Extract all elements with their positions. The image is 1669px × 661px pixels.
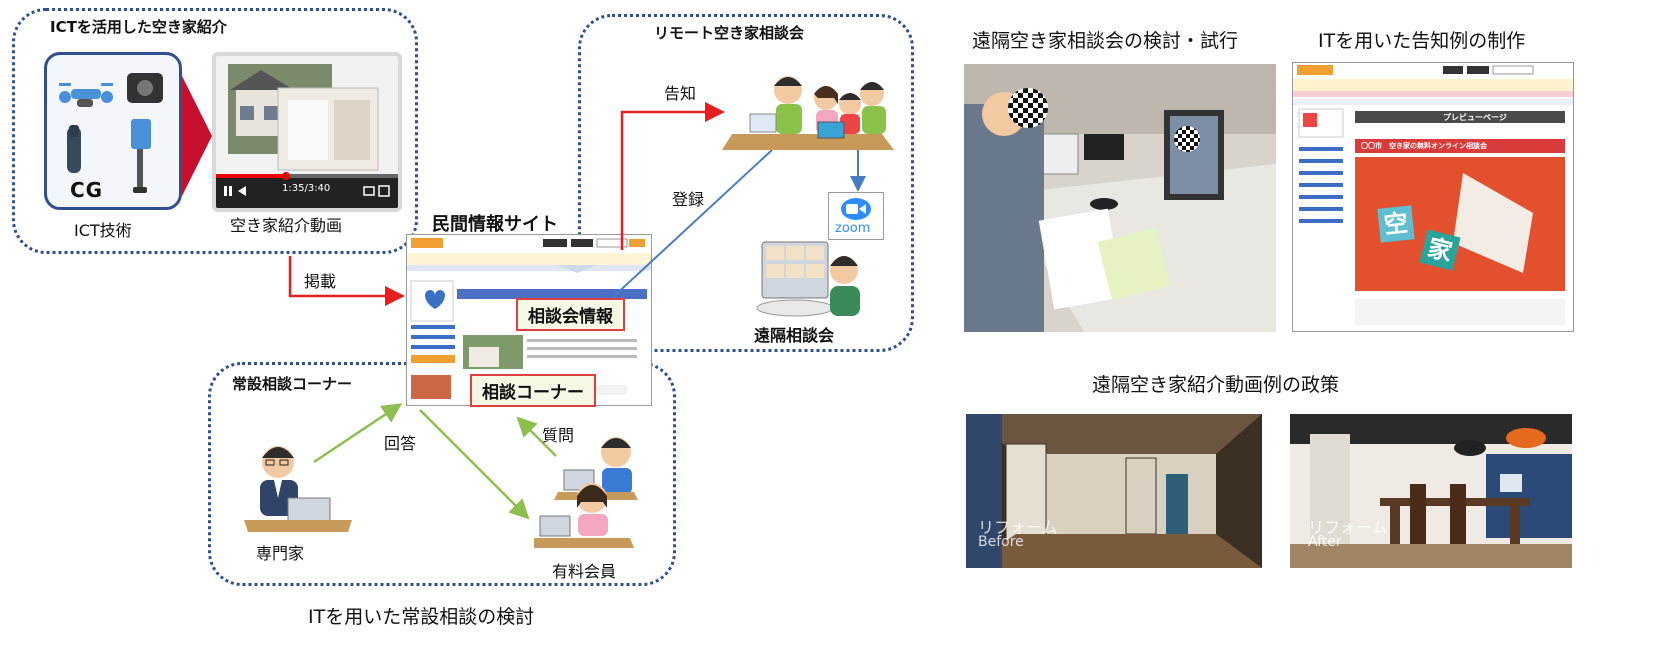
- corner-section-title: 常設相談コーナー: [232, 375, 353, 393]
- trial-photo: [964, 64, 1276, 332]
- notice-example-caption: ITを用いた告知例の制作: [1318, 30, 1526, 52]
- before-photo: リフォーム Before: [966, 414, 1262, 568]
- bottom-caption: ITを用いた常設相談の検討: [308, 606, 535, 628]
- site-screenshot: [406, 234, 652, 406]
- ict-tech-panel: [44, 52, 182, 210]
- remote-session-label: 遠隔相談会: [754, 326, 835, 345]
- preview-banner: 〇〇市 空き家の無料オンライン相談会: [1361, 142, 1487, 150]
- post-label: 掲載: [304, 272, 337, 291]
- expert-illustration: [244, 446, 352, 532]
- zoom-label: zoom: [835, 221, 871, 236]
- privacy-mosaic-2: [1174, 126, 1200, 152]
- tile-1: 空: [1377, 205, 1415, 243]
- after-label: After: [1308, 534, 1342, 550]
- ict-section-title: ICTを活用した空き家紹介: [50, 18, 227, 36]
- red-chevron-arrow-icon: [182, 76, 212, 196]
- notice-label: 告知: [664, 84, 697, 103]
- consultation-corner-tag: 相談コーナー: [470, 374, 596, 407]
- video-time: 1:35/3:40: [282, 183, 331, 194]
- cg-label: CG: [70, 178, 104, 202]
- before-label: Before: [978, 534, 1024, 550]
- remote-participants-illustration: [722, 76, 894, 150]
- site-title: 民間情報サイト: [432, 214, 558, 235]
- ict-tech-label: ICT技術: [74, 221, 132, 240]
- video-player[interactable]: 1:35/3:40: [212, 52, 402, 212]
- notice-example-page: プレビューページ 〇〇市 空き家の無料オンライン相談会 空 家: [1292, 62, 1574, 332]
- remote-section-title: リモート空き家相談会: [654, 24, 805, 42]
- register-label: 登録: [672, 190, 705, 209]
- after-reform-label: リフォーム: [1308, 518, 1388, 537]
- video-label: 空き家紹介動画: [230, 216, 343, 235]
- video-policy-caption: 遠隔空き家紹介動画例の政策: [1092, 374, 1340, 396]
- answer-label: 回答: [384, 434, 417, 453]
- drone-camera-gimbal-icon: [59, 73, 163, 193]
- privacy-mosaic-1: [1008, 88, 1048, 128]
- trial-caption: 遠隔空き家相談会の検討・試行: [972, 30, 1239, 52]
- member-label: 有料会員: [552, 562, 617, 581]
- consultation-info-tag: 相談会情報: [516, 298, 625, 331]
- question-label: 質問: [542, 426, 575, 445]
- zoom-icon: zoom: [828, 192, 884, 240]
- ict-section-frame: [12, 8, 418, 254]
- remote-section-frame: [578, 14, 914, 352]
- preview-header: プレビューページ: [1443, 113, 1507, 122]
- after-photo: リフォーム After: [1290, 414, 1572, 568]
- expert-label: 専門家: [256, 544, 305, 563]
- members-illustration: [534, 437, 638, 548]
- before-reform-label: リフォーム: [978, 518, 1058, 537]
- video-conference-illustration: [756, 241, 860, 317]
